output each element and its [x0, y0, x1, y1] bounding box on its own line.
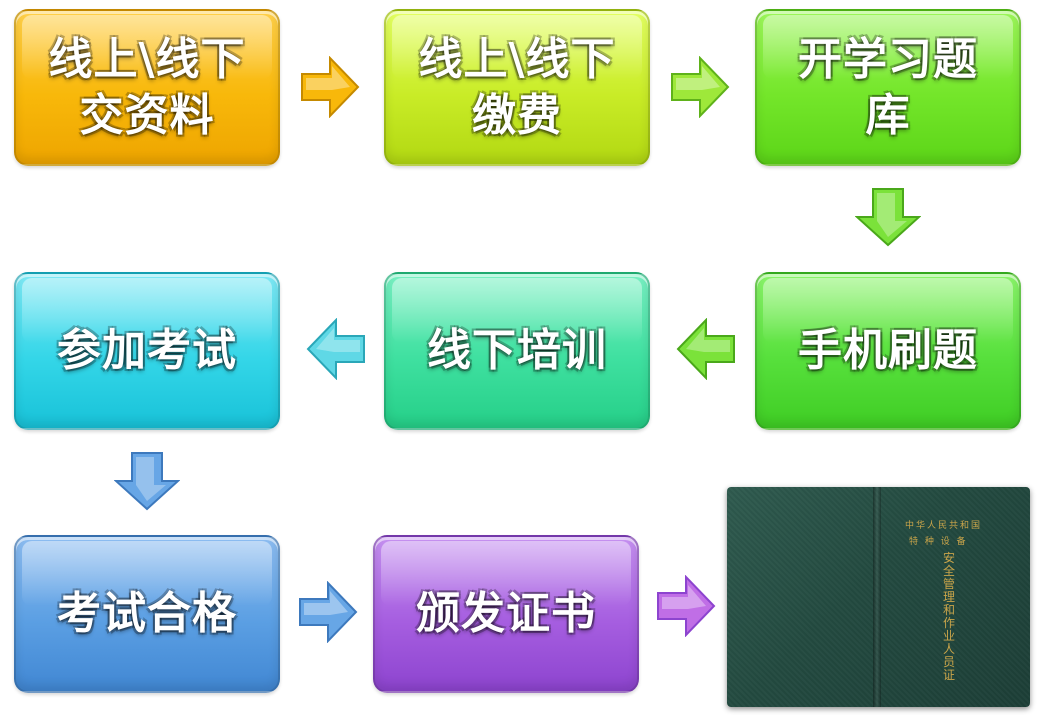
step-label: 开学习题 库	[798, 33, 978, 141]
arrow-left-icon	[306, 318, 365, 380]
step-pass-exam: 考试合格	[14, 535, 280, 693]
arrow-down-icon	[114, 452, 180, 511]
step-pay-fees: 线上\线下 缴费	[384, 9, 650, 166]
arrow-left-icon	[676, 318, 735, 380]
step-label: 线上\线下 缴费	[418, 33, 616, 141]
certificate-booklet-image	[727, 487, 1030, 707]
arrow-right-icon	[301, 56, 360, 118]
arrow-right-icon	[671, 56, 730, 118]
certificate-spine	[873, 487, 881, 707]
arrow-right-icon	[299, 581, 358, 643]
step-take-exam: 参加考试	[14, 272, 280, 430]
arrow-right-icon	[657, 575, 716, 637]
step-open-question-bank: 开学习题 库	[755, 9, 1021, 166]
step-label: 参加考试	[57, 325, 237, 376]
arrow-down-icon	[855, 188, 921, 247]
step-offline-training: 线下培训	[384, 272, 650, 430]
certificate-category-text: 特 种 设 备	[909, 537, 968, 547]
step-phone-practice: 手机刷题	[755, 272, 1021, 430]
step-label: 线下培训	[427, 325, 607, 376]
step-label: 考试合格	[57, 588, 237, 639]
step-label: 手机刷题	[798, 325, 978, 376]
certificate-title: 安全管理和作业人员证	[942, 551, 955, 682]
step-label: 线上\线下 交资料	[48, 33, 246, 141]
step-label: 颁发证书	[416, 588, 596, 639]
certificate-country-text: 中华人民共和国	[905, 521, 983, 531]
step-issue-certificate: 颁发证书	[373, 535, 639, 693]
step-submit-materials: 线上\线下 交资料	[14, 9, 280, 166]
